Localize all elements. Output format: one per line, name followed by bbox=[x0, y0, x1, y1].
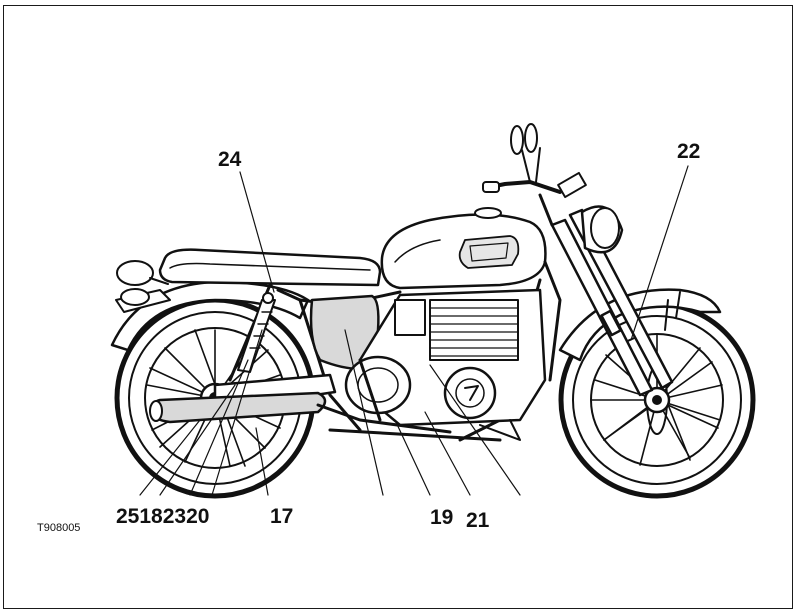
callout-17: 17 bbox=[270, 505, 294, 528]
figure-code: T908005 bbox=[37, 522, 81, 534]
front-forks bbox=[550, 208, 674, 397]
callout-22: 22 bbox=[677, 140, 701, 163]
headlight bbox=[557, 171, 624, 254]
callout-24: 24 bbox=[218, 148, 242, 171]
handlebars bbox=[482, 123, 562, 227]
engine bbox=[344, 288, 547, 441]
callout-19: 19 bbox=[430, 506, 454, 529]
fuel-tank bbox=[380, 207, 547, 290]
callout-21: 21 bbox=[466, 509, 490, 532]
tail-light bbox=[116, 260, 169, 306]
callout-25182320: 25182320 bbox=[116, 505, 210, 528]
front-wheel bbox=[558, 301, 756, 499]
seat bbox=[158, 248, 382, 287]
leader-lines bbox=[139, 165, 689, 496]
rear-shock bbox=[237, 292, 276, 373]
